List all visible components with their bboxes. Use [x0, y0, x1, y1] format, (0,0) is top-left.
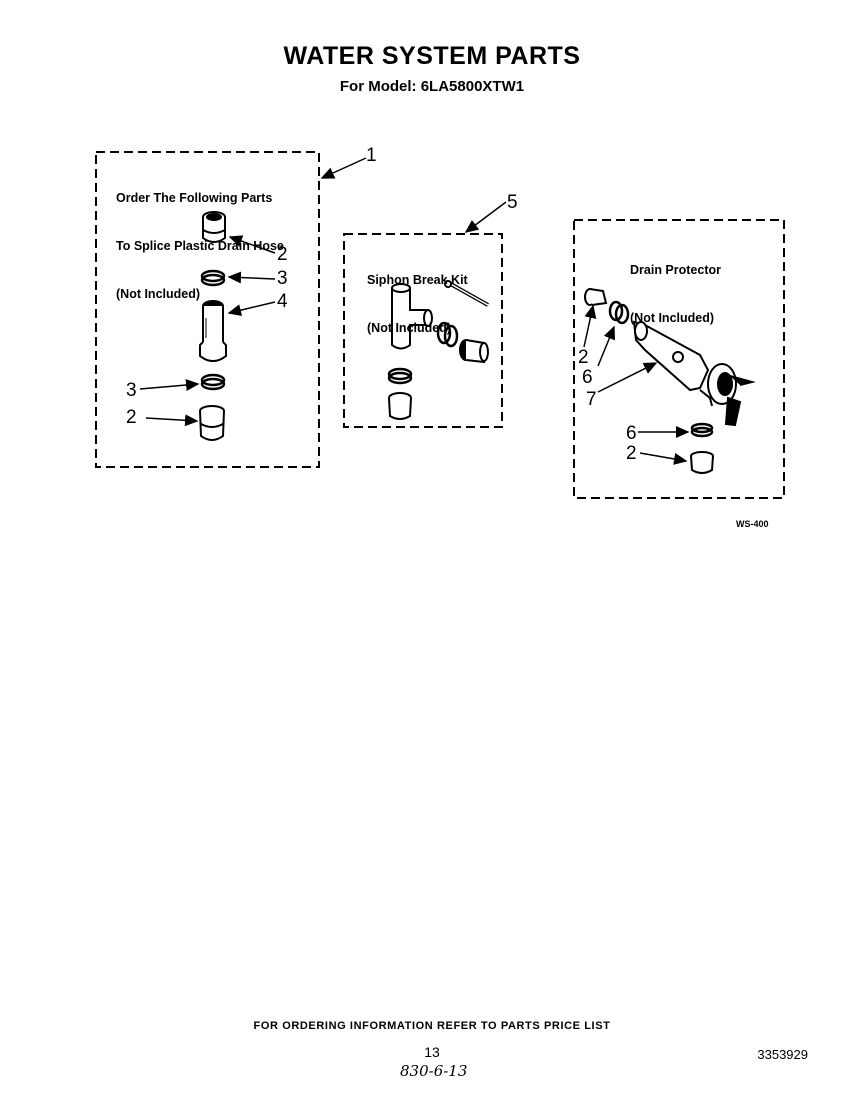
- protector-clamp-part: [690, 422, 714, 438]
- splice-kit-label-line-1: Order The Following Parts: [116, 191, 273, 205]
- leader-3b: [139, 379, 200, 392]
- handwritten-note: 830-6-13: [400, 1062, 468, 1080]
- leader-1: [320, 157, 367, 179]
- callout-p6-bottom: 6: [626, 423, 637, 444]
- splice-kit-label-line-2: To Splice Plastic Drain Hose: [116, 239, 284, 253]
- siphon-kit-label-line-1: Siphon Break Kit: [367, 273, 468, 287]
- leader-2a: [228, 235, 276, 254]
- callout-p6-top: 6: [582, 367, 593, 388]
- siphon-kit-label-line-2: (Not Included): [367, 321, 452, 335]
- drain-protector-box: [573, 219, 785, 499]
- splice-kit-label: Order The Following Parts To Splice Plas…: [116, 158, 284, 318]
- page-title: WATER SYSTEM PARTS: [283, 42, 581, 70]
- drain-protector-part: [632, 320, 756, 427]
- callout-2-bottom: 2: [126, 407, 137, 428]
- model-subtitle: For Model: 6LA5800XTW1: [339, 78, 525, 95]
- figure-code: WS-400: [736, 519, 769, 529]
- clamp-part-bottom: [200, 373, 226, 391]
- splice-kit-box: [95, 151, 320, 468]
- protector-connector-bottom-part: [690, 451, 714, 474]
- drain-protector-label-line-2: (Not Included): [630, 311, 715, 325]
- siphon-tee-part: [391, 283, 433, 350]
- clamp-part-top: [200, 269, 226, 287]
- siphon-connector-part: [388, 392, 412, 420]
- callout-p2-bottom: 2: [626, 443, 637, 464]
- siphon-clamp-part: [387, 367, 413, 385]
- leader-p2a: [583, 304, 597, 348]
- drain-protector-label: Drain Protector (Not Included): [630, 230, 721, 342]
- document-number: 3353929: [757, 1047, 808, 1062]
- splice-kit-label-line-3: (Not Included): [116, 287, 201, 301]
- callout-ref-1: 1: [366, 145, 377, 166]
- drain-protector-label-line-1: Drain Protector: [630, 263, 721, 277]
- callout-3-bottom: 3: [126, 380, 137, 401]
- protector-ring-part: [608, 300, 630, 325]
- siphon-cap-part: [444, 280, 489, 307]
- leader-p6a: [597, 325, 615, 367]
- siphon-kit-box: [343, 233, 503, 428]
- callout-ref-5: 5: [507, 192, 518, 213]
- siphon-ring-part: [436, 321, 459, 348]
- callout-3-top: 3: [277, 268, 288, 289]
- siphon-kit-label: Siphon Break Kit (Not Included): [367, 240, 468, 352]
- leader-5: [464, 201, 507, 233]
- page-number: 13: [424, 1044, 440, 1060]
- callout-2-top: 2: [277, 244, 288, 265]
- siphon-coupling-part: [459, 339, 489, 364]
- leader-p7: [597, 362, 658, 393]
- leader-p2b: [639, 452, 688, 465]
- callout-p7: 7: [586, 389, 597, 410]
- connector-part-top: [202, 211, 226, 243]
- splice-tube-part: [199, 300, 227, 362]
- leader-4: [227, 301, 276, 317]
- callout-p2-top: 2: [578, 347, 589, 368]
- ordering-note: FOR ORDERING INFORMATION REFER TO PARTS …: [253, 1020, 611, 1032]
- connector-part-bottom: [199, 405, 225, 441]
- leader-2b: [145, 414, 199, 427]
- callout-4: 4: [277, 291, 288, 312]
- leader-3a: [227, 271, 276, 284]
- protector-connector-part: [584, 288, 608, 306]
